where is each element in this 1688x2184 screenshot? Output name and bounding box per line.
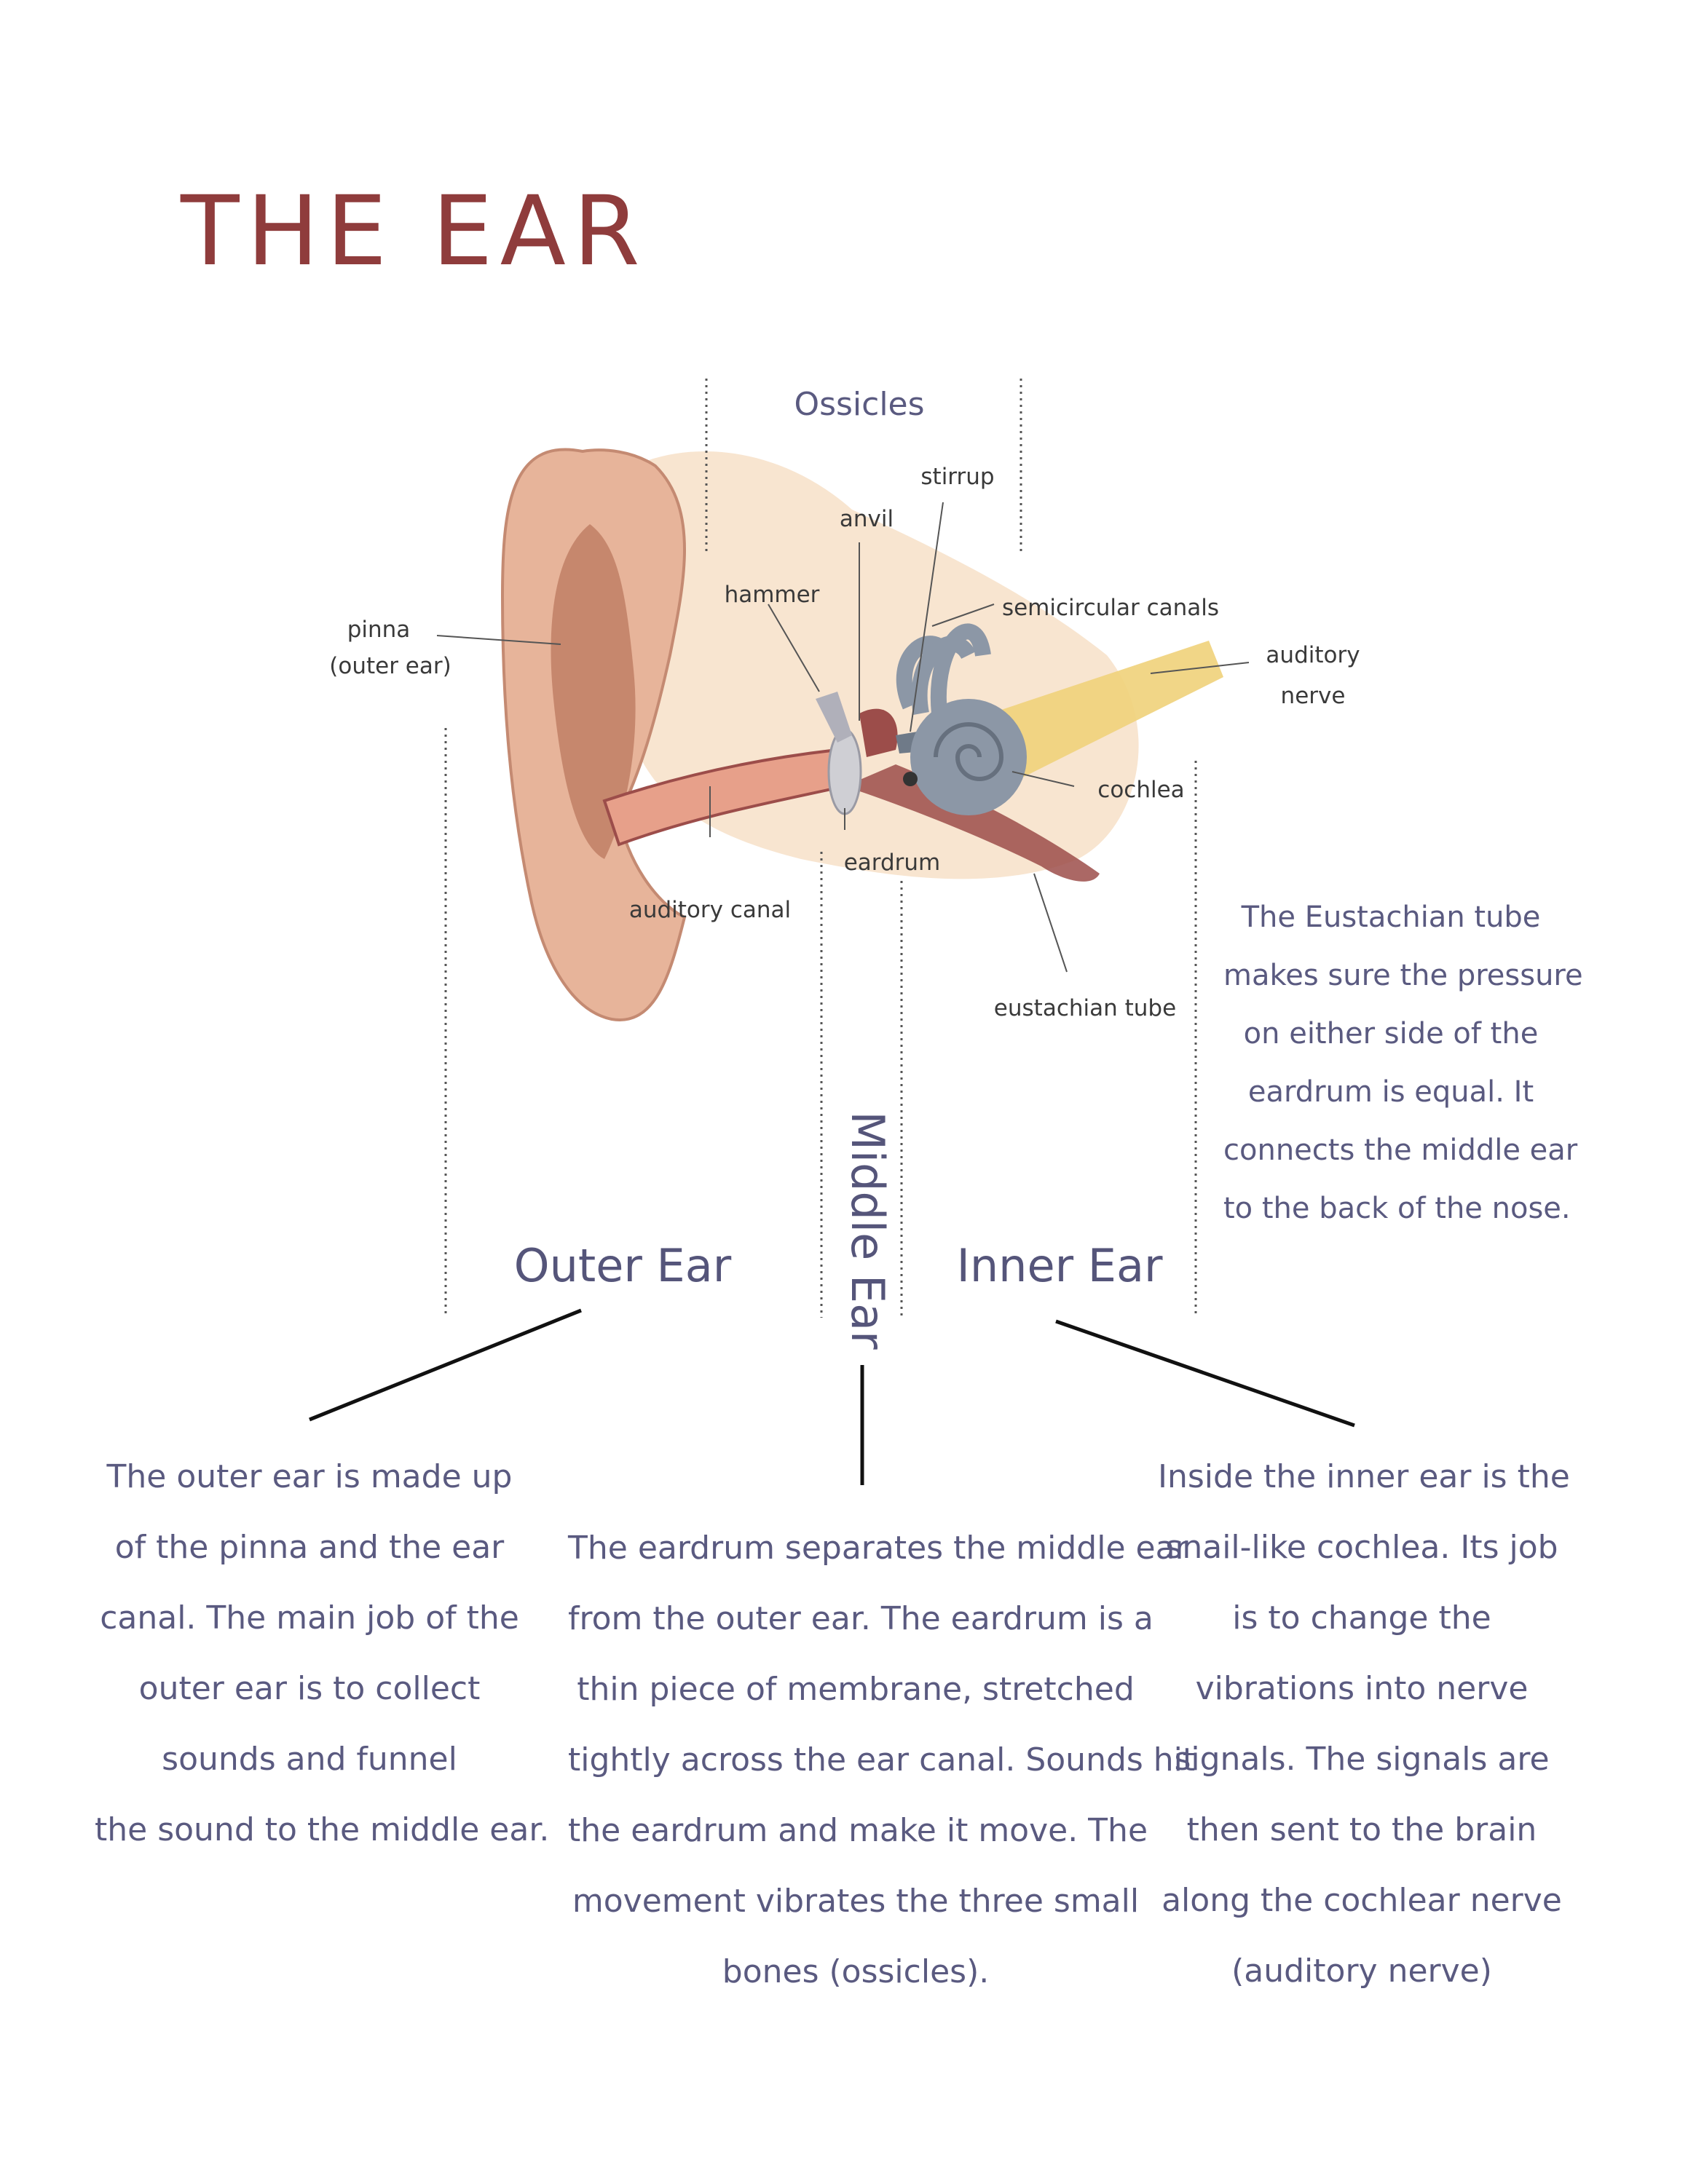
page-title: THE EAR [181,175,647,288]
middle-ear-description: The eardrum separates the middle ear fro… [568,1513,1196,2007]
label-auditory-nerve: auditory [1266,642,1360,668]
label-hammer: hammer [725,582,820,608]
outer-connector [309,1308,582,1422]
label-anvil: anvil [840,506,894,532]
eustachian-leader [1033,873,1068,973]
middle-desc-line: from the outer ear. The eardrum is a [568,1600,1153,1637]
label-ossicles: Ossicles [794,386,924,423]
middle-desc-line: the eardrum and make it move. The [568,1812,1148,1849]
concha-shape [551,524,636,859]
outer-desc-line: The outer ear is made up [106,1458,513,1495]
semicircular-leader [931,604,995,627]
outer-ear-description: The outer ear is made up of the pinna an… [95,1441,550,1865]
eustachian-note-line: to the back of the nose. [1223,1192,1571,1225]
eustachian-note-line: eardrum is equal. It [1247,1075,1534,1109]
label-pinna: pinna [347,617,411,643]
auditory-nerve-leader [1150,662,1250,674]
label-auditory-nerve-sub: nerve [1281,683,1346,709]
label-semicircular-canals: semicircular canals [1002,595,1219,621]
eustachian-note-line: on either side of the [1243,1017,1539,1051]
semicircular-canals-shape [896,623,991,716]
inner-desc-line: along the cochlear nerve [1162,1882,1562,1919]
connector-lines [309,1308,1355,1485]
hammer-shape [816,692,852,743]
cochlea-leader [1011,771,1075,787]
label-stirrup: stirrup [920,464,994,490]
inner-desc-line: vibrations into nerve [1195,1670,1529,1707]
outer-desc-line: the sound to the middle ear. [95,1811,550,1848]
middle-desc-line: movement vibrates the three small [572,1883,1140,1920]
cochlea-shape [903,699,1027,815]
outer-desc-line: canal. The main job of the [100,1599,519,1637]
middle-desc-line: tightly across the ear canal. Sounds hit [568,1741,1196,1779]
inner-desc-line: then sent to the brain [1186,1811,1537,1848]
inner-desc-line: Inside the inner ear is the [1158,1458,1570,1495]
eustachian-note-line: makes sure the pressure [1223,959,1583,992]
pinna-leader [436,635,561,645]
middle-desc-line: bones (ossicles). [722,1953,990,1990]
middle-desc-line: The eardrum separates the middle ear [568,1530,1188,1567]
label-auditory-canal: auditory canal [629,897,791,923]
eustachian-note-line: connects the middle ear [1223,1133,1578,1167]
inner-ear-description: Inside the inner ear is the snail-like c… [1158,1441,1570,2006]
label-eustachian-tube: eustachian tube [994,995,1176,1021]
eustachian-note-line: The Eustachian tube [1241,901,1541,934]
heading-inner-ear: Inner Ear [957,1239,1163,1292]
inner-desc-line: (auditory nerve) [1231,1952,1492,1990]
inner-desc-line: is to change the [1232,1599,1491,1637]
heading-middle-ear: Middle Ear [841,1111,894,1350]
label-pinna-sub: (outer ear) [329,653,451,679]
hammer-leader [768,604,820,692]
stirrup-leader [910,502,944,732]
inner-desc-line: signals. The signals are [1174,1741,1550,1778]
eustachian-note: The Eustachian tube makes sure the press… [1223,888,1583,1238]
heading-outer-ear: Outer Ear [514,1239,732,1292]
section-dividers [444,379,1197,1318]
eustachian-tube-shape [845,764,1100,882]
label-leaders [436,502,1250,973]
label-cochlea: cochlea [1097,777,1184,803]
inner-desc-line: snail-like cochlea. Its job [1165,1529,1558,1566]
eardrum-shape [827,728,862,815]
outer-desc-line: outer ear is to collect [138,1670,481,1707]
inner-connector [1055,1319,1355,1428]
outer-desc-line: of the pinna and the ear [114,1529,505,1566]
middle-desc-line: thin piece of membrane, stretched [577,1671,1135,1708]
label-eardrum: eardrum [844,850,941,876]
outer-desc-line: sounds and funnel [162,1741,457,1778]
anvil-shape [859,708,898,757]
auditory-nerve-shape [969,641,1223,786]
